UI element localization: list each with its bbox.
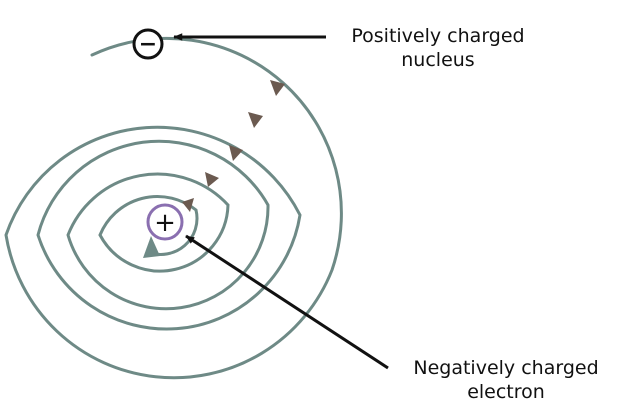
electron-label-line2: electron (467, 381, 545, 403)
spiral-arrow-1 (270, 80, 285, 96)
spiral-direction-arrows (143, 80, 285, 258)
spiral-arrow-3 (229, 145, 243, 161)
minus-particle: − (132, 28, 164, 60)
spiral-arrow-5 (182, 198, 194, 212)
spiral-arrow-inner (143, 236, 160, 258)
electron-label-line1: Negatively charged (413, 357, 599, 379)
nucleus-label-line2: nucleus (401, 49, 475, 71)
pointer-arrow-bottom (185, 234, 389, 370)
minus-sign: − (139, 32, 157, 57)
plus-sign: + (154, 208, 176, 238)
spiral-arrow-4 (205, 172, 219, 187)
spiral-orbit-path (4, 36, 343, 380)
spiral-arrow-2 (248, 112, 263, 128)
nucleus-label: Positively charged nucleus (318, 24, 558, 72)
plus-particle: + (146, 203, 184, 241)
electron-label: Negatively charged electron (386, 356, 626, 404)
nucleus-label-line1: Positively charged (351, 25, 525, 47)
